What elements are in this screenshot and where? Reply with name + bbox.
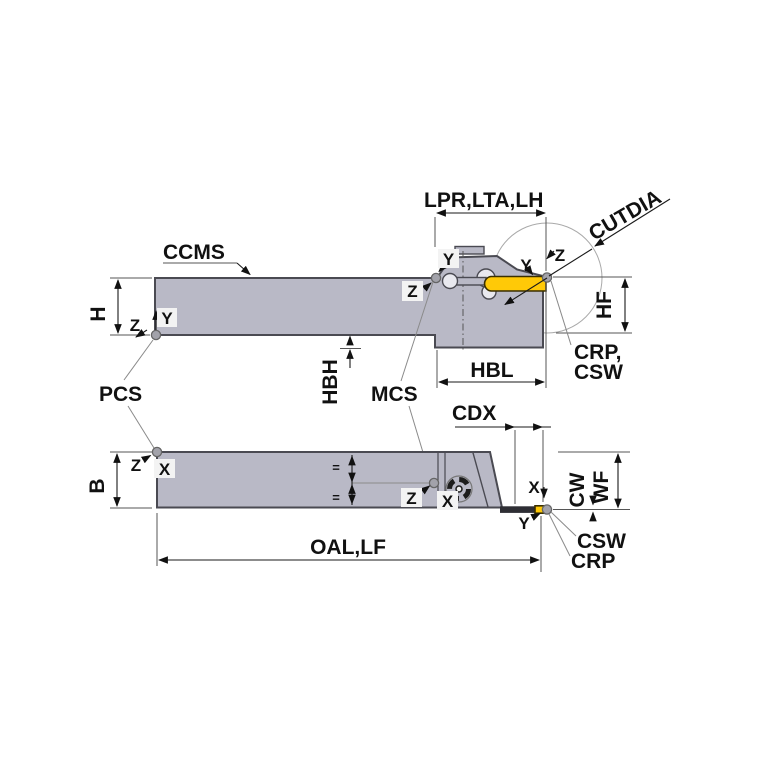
label-crp: CRP	[571, 550, 615, 573]
labels: CCMS LPR,LTA,LH CUTDIA H HBH HBL HF CRP,…	[86, 186, 665, 573]
axis-x-marker-tip-top: X	[528, 478, 540, 497]
label-crp-csw-line2: CSW	[574, 361, 623, 384]
dim-label-h: H	[87, 306, 110, 321]
pcs-point-top	[151, 446, 163, 458]
equal-mark-2: =	[332, 490, 340, 505]
top-view-dimensions	[110, 423, 630, 572]
axis-y-marker-pcs-side: Y	[161, 309, 173, 328]
label-box	[401, 488, 422, 507]
pcs-point-side	[150, 329, 162, 341]
chamfer-edge	[472, 452, 489, 508]
cutting-insert-side	[483, 275, 547, 292]
screw-center	[455, 485, 463, 493]
dim-label-oal-lf: OAL,LF	[310, 536, 386, 559]
axis-x-marker-pcs-top: X	[159, 460, 171, 479]
label-ccms: CCMS	[163, 241, 225, 264]
crp-point-side	[541, 272, 553, 283]
axis-y-marker-tip-side: Y	[520, 256, 532, 275]
dim-label-hbh: HBH	[319, 359, 342, 405]
label-csw: CSW	[577, 530, 626, 553]
label-box	[154, 459, 175, 478]
label-pcs: PCS	[99, 383, 142, 406]
axis-z-marker-pcs-top: Z	[131, 456, 141, 475]
screw-outer-circle	[445, 475, 473, 503]
axis-x-marker-mcs-top: X	[442, 492, 454, 511]
label-mcs: MCS	[371, 383, 418, 406]
screw-head	[447, 477, 471, 501]
side-view-dimensions	[110, 198, 671, 480]
label-crp-csw-line1: CRP,	[574, 341, 621, 364]
crp-point-top	[541, 504, 553, 515]
dim-label-hbl: HBL	[470, 359, 513, 382]
mcs-point-side	[430, 272, 442, 284]
label-cutdia: CUTDIA	[585, 186, 665, 246]
label-box	[157, 308, 177, 327]
clamp-tab	[454, 245, 485, 255]
mcs-point-top	[428, 477, 440, 489]
axis-z-marker-tip-side: Z	[555, 246, 565, 265]
label-box	[402, 281, 423, 301]
dim-label-cdx: CDX	[452, 402, 496, 425]
blade-top-view	[500, 506, 537, 513]
label-box	[438, 249, 459, 268]
axis-y-marker-mcs-side: Y	[443, 250, 455, 269]
dim-label-wf: WF	[590, 471, 613, 504]
dim-label-b: B	[86, 478, 109, 493]
side-view-body	[150, 222, 603, 351]
axis-y-marker-tip-top: Y	[518, 514, 530, 533]
axis-z-marker-mcs-top: Z	[406, 489, 416, 508]
equal-mark-1: =	[332, 460, 340, 475]
axis-z-marker-mcs-side: Z	[407, 282, 417, 301]
dim-label-lpr-lta-lh: LPR,LTA,LH	[424, 189, 543, 212]
dim-label-hf: HF	[593, 291, 616, 319]
axis-z-marker-pcs-side: Z	[130, 316, 140, 335]
dim-label-cw: CW	[566, 472, 589, 507]
clamp-screw-hole	[441, 272, 459, 290]
label-box	[437, 491, 458, 510]
